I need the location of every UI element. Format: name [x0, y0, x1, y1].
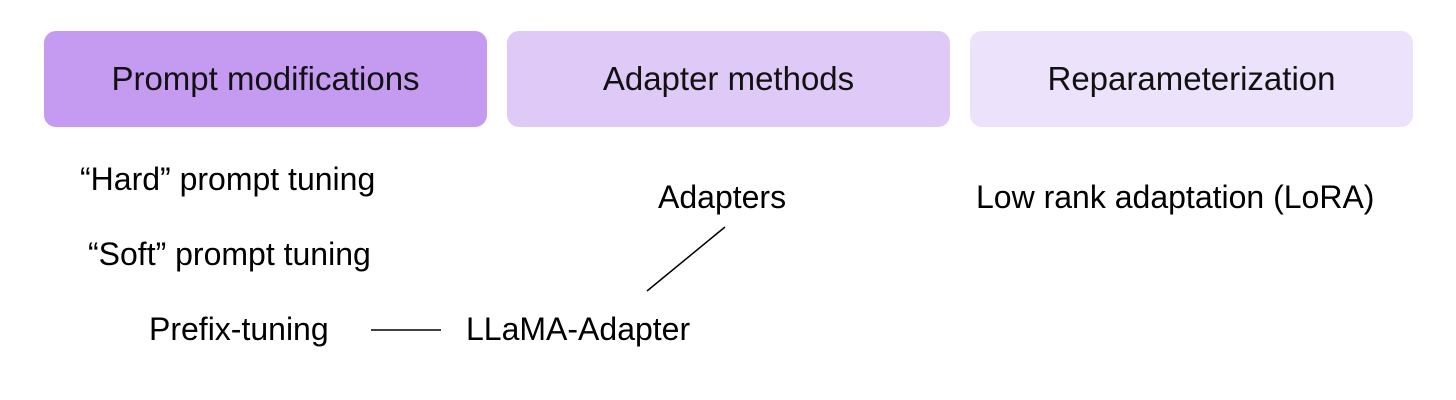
- method-llama-adapter: LLaMA-Adapter: [466, 311, 691, 347]
- category-adapter-methods: Adapter methods: [507, 31, 950, 127]
- connector-llama-to-adapters: [646, 226, 726, 292]
- category-prompt-modifications: Prompt modifications: [44, 31, 487, 127]
- method-lora: Low rank adaptation (LoRA): [976, 179, 1375, 215]
- category-label: Adapter methods: [602, 60, 855, 97]
- category-reparameterization: Reparameterization: [970, 31, 1413, 127]
- method-hard-prompt-tuning: “Hard” prompt tuning: [80, 161, 376, 197]
- category-label: Prompt modifications: [111, 60, 420, 97]
- method-soft-prompt-tuning: “Soft” prompt tuning: [88, 236, 371, 272]
- method-prefix-tuning: Prefix-tuning: [149, 311, 329, 347]
- method-adapters: Adapters: [658, 179, 787, 215]
- category-label: Reparameterization: [1047, 60, 1336, 97]
